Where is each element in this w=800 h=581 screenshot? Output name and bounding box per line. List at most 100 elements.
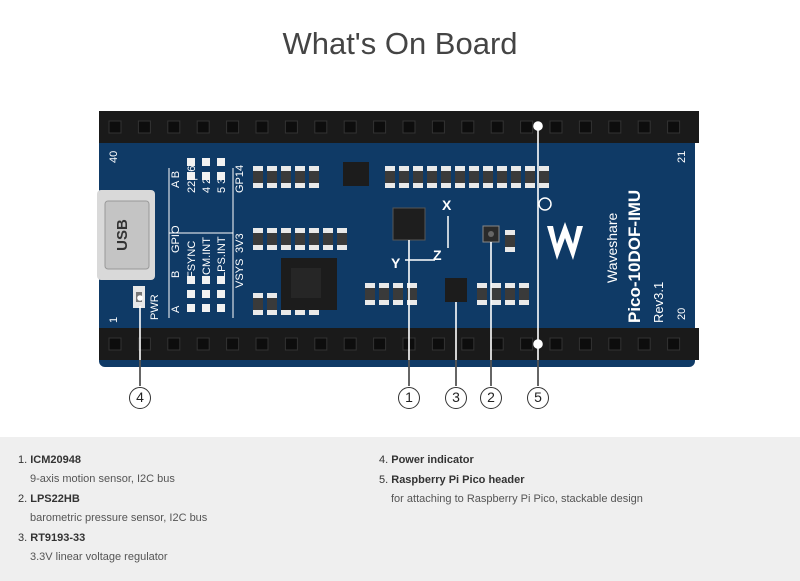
item-desc: 3.3V linear voltage regulator xyxy=(30,551,168,563)
header-pin xyxy=(549,120,563,134)
callout-2: 2 xyxy=(480,387,502,409)
passive-body xyxy=(525,171,535,183)
header-pin xyxy=(578,337,592,351)
usb-label: USB xyxy=(114,219,131,251)
header-pin xyxy=(373,337,387,351)
header-pin xyxy=(490,120,504,134)
callout-5: 5 xyxy=(527,387,549,409)
header-pin xyxy=(431,337,445,351)
silk-3v3: 3V3 xyxy=(234,233,246,253)
header-pin xyxy=(608,120,622,134)
header-pin xyxy=(255,120,269,134)
solder-jumper xyxy=(217,158,225,166)
board-name: Pico-10DOF-IMU xyxy=(625,190,644,323)
item-title: RT9193-33 xyxy=(30,532,86,544)
passive-body xyxy=(267,298,277,310)
list-item: 5. Raspberry Pi Pico header for attachin… xyxy=(379,474,643,505)
header-pin xyxy=(373,120,387,134)
header-pin xyxy=(637,337,651,351)
header-pin xyxy=(314,120,328,134)
passive-body xyxy=(267,171,277,183)
passive-body xyxy=(295,233,305,245)
header-pin xyxy=(255,337,269,351)
brand-label: Waveshare xyxy=(604,212,620,283)
axis-x-label: X xyxy=(442,197,452,213)
header-pin xyxy=(549,337,563,351)
silk-lps: LPS.INT xyxy=(216,236,228,278)
passive-body xyxy=(477,288,487,300)
solder-jumper xyxy=(187,290,195,298)
passive-body xyxy=(295,171,305,183)
silk-fsync: FSYNC xyxy=(186,241,198,278)
header-pin xyxy=(226,120,240,134)
bottom-header xyxy=(99,328,699,360)
header-pin xyxy=(196,120,210,134)
item-desc: 9-axis motion sensor, I2C bus xyxy=(30,473,175,485)
passive-body xyxy=(441,171,451,183)
solder-jumper xyxy=(202,172,210,180)
waveshare-logo xyxy=(538,197,583,260)
passive-body xyxy=(427,171,437,183)
silk-gpio: GPIO xyxy=(170,225,182,253)
solder-jumper xyxy=(217,304,225,312)
item-title: Power indicator xyxy=(391,454,474,466)
silk-ab: A B xyxy=(170,171,182,188)
header-pin xyxy=(667,120,681,134)
passive-body xyxy=(483,171,493,183)
passive-body xyxy=(469,171,479,183)
top-header xyxy=(99,111,699,143)
board-photo: USB 40 1 21 20 PWR A B GPIO FSYNC ICM.IN… xyxy=(95,108,707,368)
header-pin xyxy=(226,337,240,351)
component-list-left: 1. ICM20948 9-axis motion sensor, I2C bu… xyxy=(18,452,207,569)
solder-jumper xyxy=(202,276,210,284)
passive-body xyxy=(379,288,389,300)
page-title: What's On Board xyxy=(282,26,518,61)
list-item: 2. LPS22HB barometric pressure sensor, I… xyxy=(18,493,208,524)
header-pin xyxy=(520,337,534,351)
passive-body xyxy=(399,171,409,183)
solder-jumper xyxy=(217,172,225,180)
ic-large xyxy=(281,258,337,310)
solder-jumper xyxy=(202,304,210,312)
header-pin xyxy=(137,120,151,134)
passive-body xyxy=(385,171,395,183)
solder-jumper xyxy=(187,172,195,180)
header-pin xyxy=(608,337,622,351)
silk-gp14: GP14 xyxy=(234,165,246,193)
header-pin xyxy=(108,337,122,351)
passive-body xyxy=(407,288,417,300)
silk-vsys: VSYS xyxy=(234,259,246,288)
silk-a: A xyxy=(170,305,182,313)
axis-z-label: Z xyxy=(433,247,442,263)
header-pin xyxy=(167,120,181,134)
passive-body xyxy=(505,288,515,300)
header-pin xyxy=(667,337,681,351)
solder-jumper xyxy=(187,304,195,312)
passive-body xyxy=(539,171,549,183)
header-pin xyxy=(284,337,298,351)
silk-42: 4 2 xyxy=(201,178,213,193)
passive-body xyxy=(491,288,501,300)
pin-label-40: 40 xyxy=(108,151,120,163)
header-pin xyxy=(461,337,475,351)
header-pin xyxy=(578,120,592,134)
rt9193-chip xyxy=(445,278,467,302)
component-list: 1. ICM20948 9-axis motion sensor, I2C bu… xyxy=(0,437,800,581)
header-pin xyxy=(196,337,210,351)
header-pin xyxy=(108,120,122,134)
list-item: 1. ICM20948 9-axis motion sensor, I2C bu… xyxy=(18,452,207,487)
passive-body xyxy=(253,233,263,245)
passive-body xyxy=(309,171,319,183)
item-title: ICM20948 xyxy=(30,454,82,466)
header-pin xyxy=(284,120,298,134)
passive-body xyxy=(309,233,319,245)
header-pin xyxy=(490,337,504,351)
header-pin xyxy=(637,120,651,134)
passive-body xyxy=(281,171,291,183)
passive-body xyxy=(505,235,515,247)
board-rev: Rev3.1 xyxy=(651,282,666,323)
solder-jumper xyxy=(217,276,225,284)
silk-53: 5 3 xyxy=(216,178,228,193)
passive-body xyxy=(393,288,403,300)
callout-1: 1 xyxy=(398,387,420,409)
